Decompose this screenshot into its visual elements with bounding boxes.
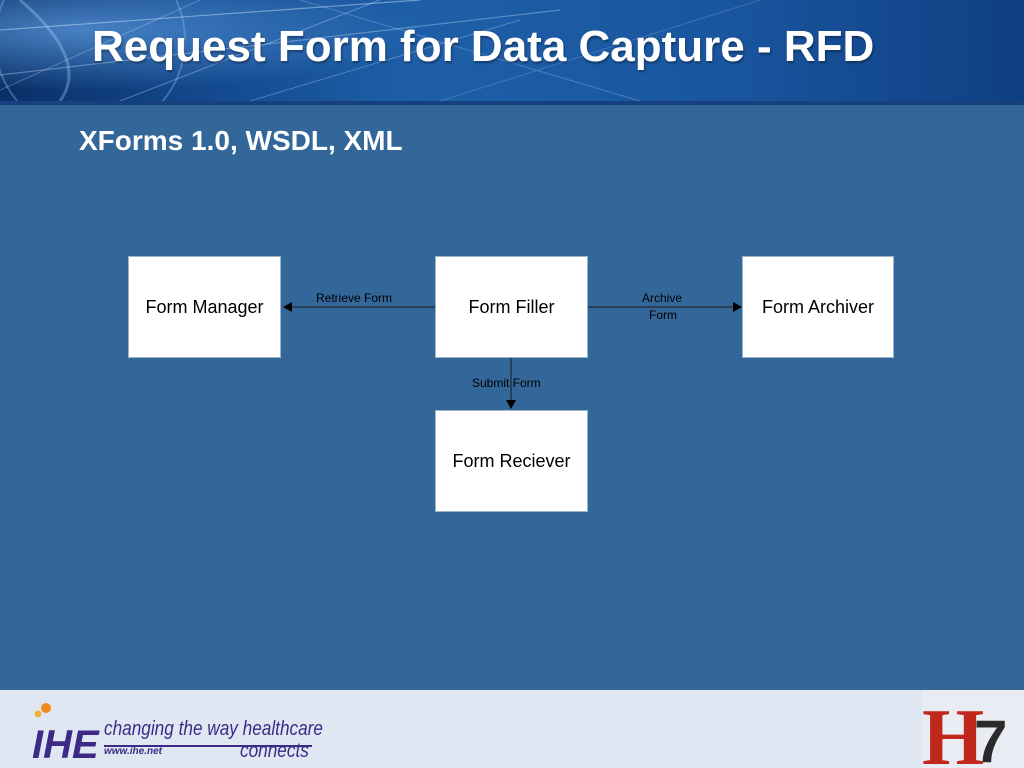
edge-label-archive-form-line2: Form	[649, 308, 677, 322]
node-form-receiver: Form Reciever	[435, 410, 588, 512]
header-divider	[0, 101, 1024, 105]
archive-form-arrowhead	[733, 302, 742, 312]
diagram-connectors	[283, 302, 742, 409]
svg-text:7: 7	[974, 708, 1007, 768]
slide-subtitle: XForms 1.0, WSDL, XML	[79, 125, 403, 156]
ihe-logo: IHE	[32, 703, 100, 762]
edge-label-retrieve-form: Retrieve Form	[316, 291, 393, 305]
edge-label-submit-form: Submit Form	[472, 376, 541, 390]
footer-bar	[0, 690, 1024, 768]
submit-form-arrowhead	[506, 400, 516, 409]
tagline-underline	[104, 745, 312, 747]
hl7-logo: H 7	[922, 690, 1024, 768]
svg-text:IHE: IHE	[32, 723, 100, 762]
slide-title: Request Form for Data Capture - RFD	[92, 22, 875, 71]
node-form-filler: Form Filler	[435, 256, 588, 358]
retrieve-form-arrowhead	[283, 302, 292, 312]
edge-label-archive-form-line1: Archive	[642, 291, 683, 305]
svg-text:H: H	[922, 694, 984, 768]
header-banner: Request Form for Data Capture - RFD	[0, 0, 1024, 101]
node-form-manager: Form Manager	[128, 256, 281, 358]
node-form-archiver: Form Archiver	[742, 256, 894, 358]
globe-network-graphic	[0, 0, 761, 101]
ihe-tagline-connects: connects	[240, 740, 309, 762]
ihe-tagline: changing the way healthcare	[104, 718, 323, 740]
ihe-url: www.ihe.net	[104, 746, 162, 757]
